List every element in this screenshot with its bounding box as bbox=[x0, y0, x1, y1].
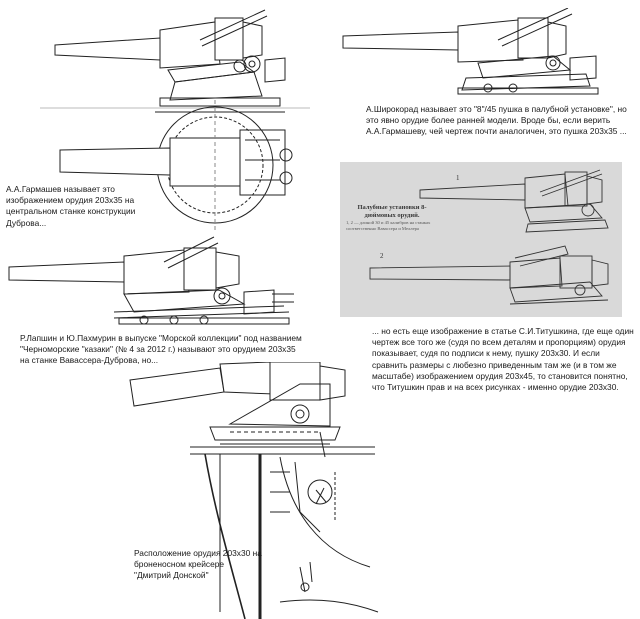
scan-subtitle: 1, 2 — длиной 30 и 45 калибров на станка… bbox=[346, 220, 431, 231]
drawing-gun-shirokorad bbox=[338, 8, 638, 100]
drawing-gun-vavasseur-dubrov bbox=[4, 232, 304, 332]
scan-label-1: 1 bbox=[456, 174, 460, 182]
caption-titushkin: ... но есть еще изображение в статье С.И… bbox=[372, 326, 634, 393]
caption-donskoy: Расположение орудия 203х30 на броненосно… bbox=[134, 548, 262, 581]
caption-garmashev: А.А.Гармашев называет это изображением о… bbox=[6, 184, 136, 228]
scan-label-2: 2 bbox=[380, 252, 384, 260]
caption-lapshin: Р.Лапшин и Ю.Пахмурин в выпуске "Морской… bbox=[20, 333, 302, 366]
caption-shirokorad: А.Широкорад называет это "8"/45 пушка в … bbox=[366, 104, 627, 137]
drawing-gun-donskoy-placement bbox=[120, 362, 380, 619]
scan-title: Палубные установки 8-дюймовых орудий. bbox=[357, 204, 427, 219]
drawing-gun-dubrov-side-top bbox=[40, 0, 310, 230]
scan-titushkin-article: Палубные установки 8-дюймовых орудий. 1,… bbox=[340, 162, 622, 317]
